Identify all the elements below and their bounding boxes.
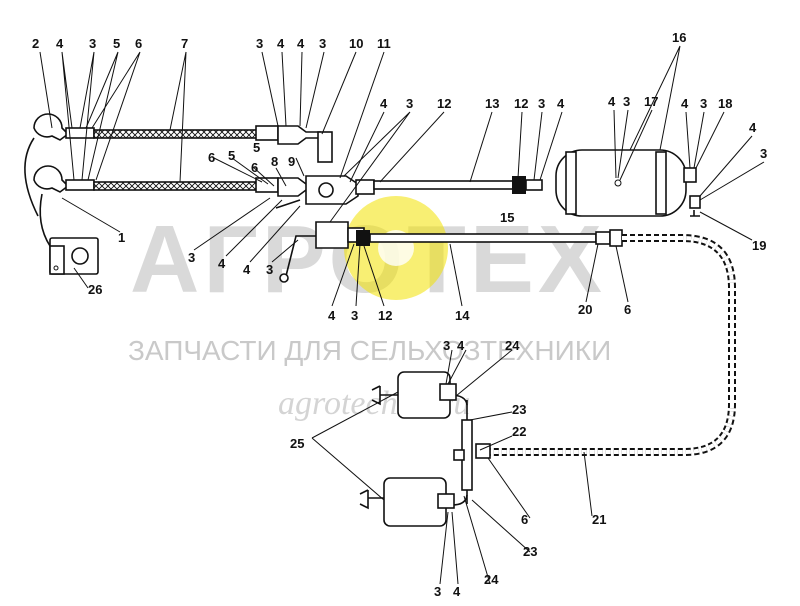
callout-4: 4 [681,96,689,111]
callout-4: 4 [380,96,388,111]
flex-hose-21 [488,234,736,456]
callout-15: 15 [500,210,514,225]
callout-6: 6 [251,160,258,175]
callout-8: 8 [271,154,278,169]
callout-20: 20 [578,302,592,317]
callout-2: 2 [32,36,39,51]
callout-3: 3 [256,36,263,51]
callout-21: 21 [592,512,606,527]
callout-3: 3 [319,36,326,51]
callout-7: 7 [181,36,188,51]
callout-3: 3 [266,262,273,277]
coupling-heads [24,113,70,247]
callout-3: 3 [443,338,450,353]
callout-13: 13 [485,96,499,111]
callout-23: 23 [512,402,526,417]
callout-4: 4 [56,36,64,51]
callout-16: 16 [672,30,686,45]
callout-4: 4 [218,256,226,271]
leader-lines [39,45,765,585]
callout-3: 3 [760,146,767,161]
callout-3: 3 [434,584,441,599]
callout-18: 18 [718,96,732,111]
callout-17: 17 [644,94,658,109]
callout-9: 9 [288,154,295,169]
watermark: АГРОТЕХ ЗАПЧАСТИ ДЛЯ СЕЛЬХОЗТЕХНИКИ agro… [128,196,611,422]
bracket-26 [49,237,99,275]
callout-12: 12 [514,96,528,111]
air-reservoir-15 [555,149,701,217]
callout-4: 4 [457,338,465,353]
callout-10: 10 [349,36,363,51]
callout-22: 22 [512,424,526,439]
callout-3: 3 [406,96,413,111]
callout-4: 4 [608,94,616,109]
callout-4: 4 [749,120,757,135]
callout-4: 4 [243,262,251,277]
callout-24: 24 [484,572,499,587]
callout-3: 3 [700,96,707,111]
callout-25: 25 [290,436,304,451]
callout-5: 5 [113,36,120,51]
callout-5: 5 [228,148,235,163]
callout-14: 14 [455,308,470,323]
callout-12: 12 [437,96,451,111]
fittings-9 [277,125,333,197]
callout-6: 6 [624,302,631,317]
callout-19: 19 [752,238,766,253]
callout-6: 6 [521,512,528,527]
flex-hoses-7 [65,125,279,193]
callout-26: 26 [88,282,102,297]
callout-6: 6 [135,36,142,51]
pipe-14 [356,229,623,247]
callout-3: 3 [623,94,630,109]
callout-12: 12 [378,308,392,323]
callout-3: 3 [351,308,358,323]
callout-4: 4 [328,308,336,323]
callout-1: 1 [118,230,125,245]
callout-24: 24 [505,338,520,353]
callout-3: 3 [89,36,96,51]
watermark-tagline: ЗАПЧАСТИ ДЛЯ СЕЛЬХОЗТЕХНИКИ [128,335,611,366]
callout-4: 4 [557,96,565,111]
callout-4: 4 [277,36,285,51]
pipe-13 [373,176,543,194]
callout-11: 11 [377,36,391,51]
callout-23: 23 [523,544,537,559]
callout-3: 3 [538,96,545,111]
callouts: 2 4 3 5 6 7 3 4 4 3 10 11 16 4 3 17 4 3 … [32,30,767,599]
callout-3: 3 [188,250,195,265]
callout-4: 4 [297,36,305,51]
callout-4: 4 [453,584,461,599]
callout-6: 6 [208,150,215,165]
callout-5: 5 [253,140,260,155]
brake-chambers-25 [359,371,457,527]
